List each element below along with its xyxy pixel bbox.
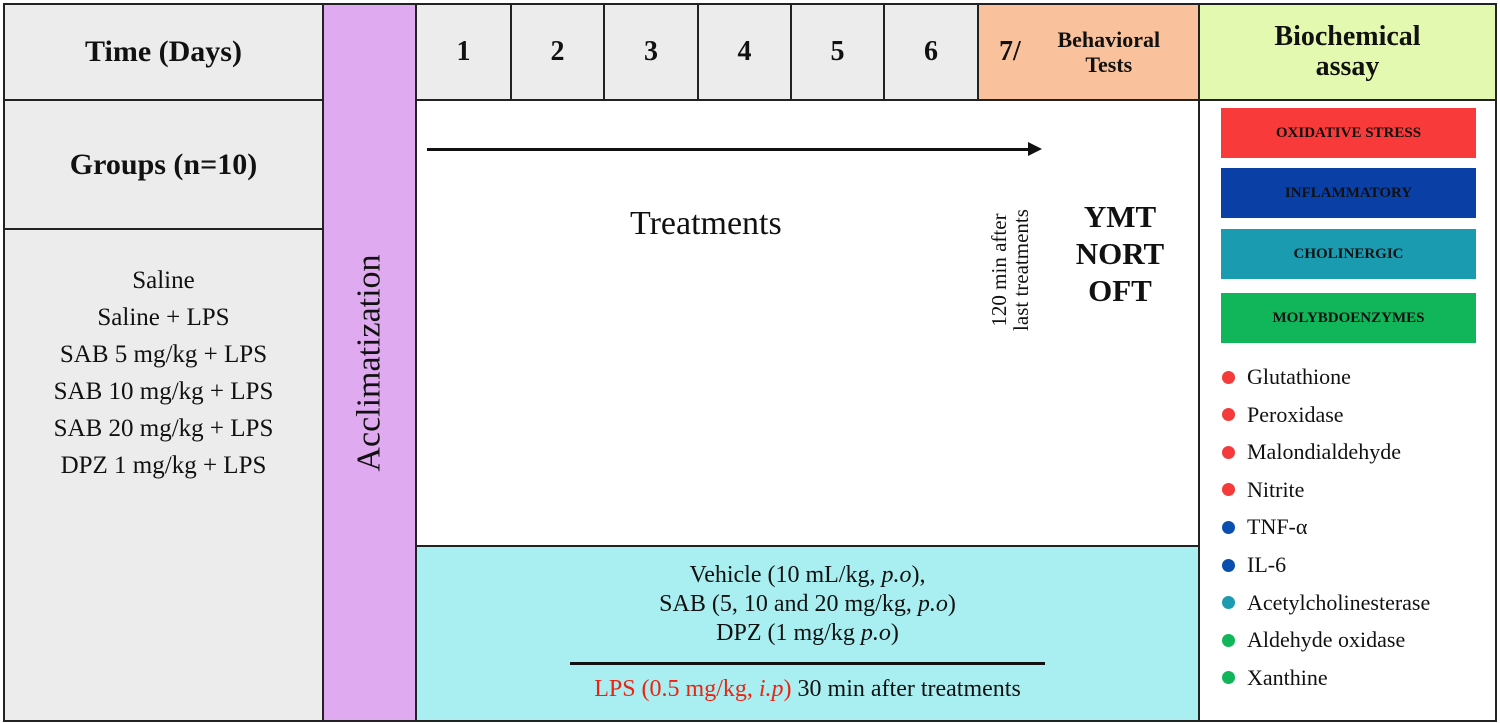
category-cholinergic: CHOLINERGIC [1221,229,1476,279]
treatment-area [415,99,1200,547]
day7-behavioral-header: 7/ Behavioral Tests [977,3,1200,101]
bullet-dot-icon [1222,596,1235,610]
category-inflammatory: INFLAMMATORY [1221,168,1476,218]
marker-item: Malondialdehyde [1222,439,1401,465]
sab-dose: SAB (5, 10 and 20 mg/kg, p.o) [659,591,956,617]
bullet-dot-icon [1222,558,1235,572]
timing-line-1: 120 min after [987,213,1011,327]
treatments-label: Treatments [630,205,782,242]
vehicle-dose: Vehicle (10 mL/kg, p.o), [689,562,926,588]
lps-dose: LPS (0.5 mg/kg, i.p) 30 min after treatm… [594,675,1021,702]
group-item: DPZ 1 mg/kg + LPS [60,452,267,479]
day-3: 3 [603,3,699,101]
dpz-dose: DPZ (1 mg/kg p.o) [716,620,899,646]
marker-label: Nitrite [1247,476,1305,502]
marker-item: Xanthine [1222,665,1328,691]
bullet-dot-icon [1222,483,1235,497]
behavioral-tests-label: Behavioral Tests [1057,27,1161,77]
marker-item: Nitrite [1222,477,1304,503]
marker-item: IL-6 [1222,552,1286,578]
bullet-dot-icon [1222,671,1235,685]
test-oft: OFT [1088,273,1152,308]
marker-label: TNF-α [1247,514,1308,540]
marker-label: IL-6 [1247,552,1287,577]
group-item: Saline [132,267,195,294]
acclimatization-label: Acclimatization [350,253,388,472]
marker-item: TNF-α [1222,514,1307,540]
biochemical-panel [1198,99,1497,722]
bullet-dot-icon [1222,633,1235,647]
group-item: Saline + LPS [97,304,230,331]
day-2: 2 [510,3,605,101]
marker-label: Glutathione [1247,364,1351,389]
marker-label: Aldehyde oxidase [1247,627,1406,653]
marker-item: Glutathione [1222,364,1351,390]
acclimatization-column: Acclimatization [322,3,417,722]
time-days-header: Time (Days) [3,3,324,101]
day-1: 1 [415,3,512,101]
treatment-arrow [427,148,1032,151]
marker-item: Acetylcholinesterase [1222,590,1430,616]
marker-item: Peroxidase [1222,402,1344,428]
marker-label: Acetylcholinesterase [1247,589,1431,615]
groups-header: Groups (n=10) [3,99,324,230]
marker-label: Malondialdehyde [1247,439,1401,465]
bullet-dot-icon [1222,445,1235,459]
group-item: SAB 20 mg/kg + LPS [53,415,274,442]
day-7: 7/ [999,36,1021,67]
dosing-panel: Vehicle (10 mL/kg, p.o), SAB (5, 10 and … [415,545,1200,722]
category-molybdoenzymes: MOLYBDOENZYMES [1221,293,1476,343]
day-4: 4 [697,3,792,101]
bullet-dot-icon [1222,408,1235,422]
marker-label: Peroxidase [1247,401,1344,427]
group-item: SAB 10 mg/kg + LPS [53,378,274,405]
divider [570,662,1045,665]
marker-label: Xanthine [1247,664,1328,690]
test-ymt: YMT [1083,199,1157,234]
timing-line-2: last treatments [1009,209,1033,331]
group-item: SAB 5 mg/kg + LPS [59,341,268,368]
arrow-head-icon [1028,142,1042,156]
category-oxidative-stress: OXIDATIVE STRESS [1221,108,1476,158]
bullet-dot-icon [1222,370,1235,384]
day-6: 6 [883,3,979,101]
marker-item: Aldehyde oxidase [1222,627,1405,653]
test-nort: NORT [1075,236,1165,271]
biochemical-assay-header: Biochemical assay [1198,3,1497,101]
bullet-dot-icon [1222,520,1235,534]
day-5: 5 [790,3,885,101]
